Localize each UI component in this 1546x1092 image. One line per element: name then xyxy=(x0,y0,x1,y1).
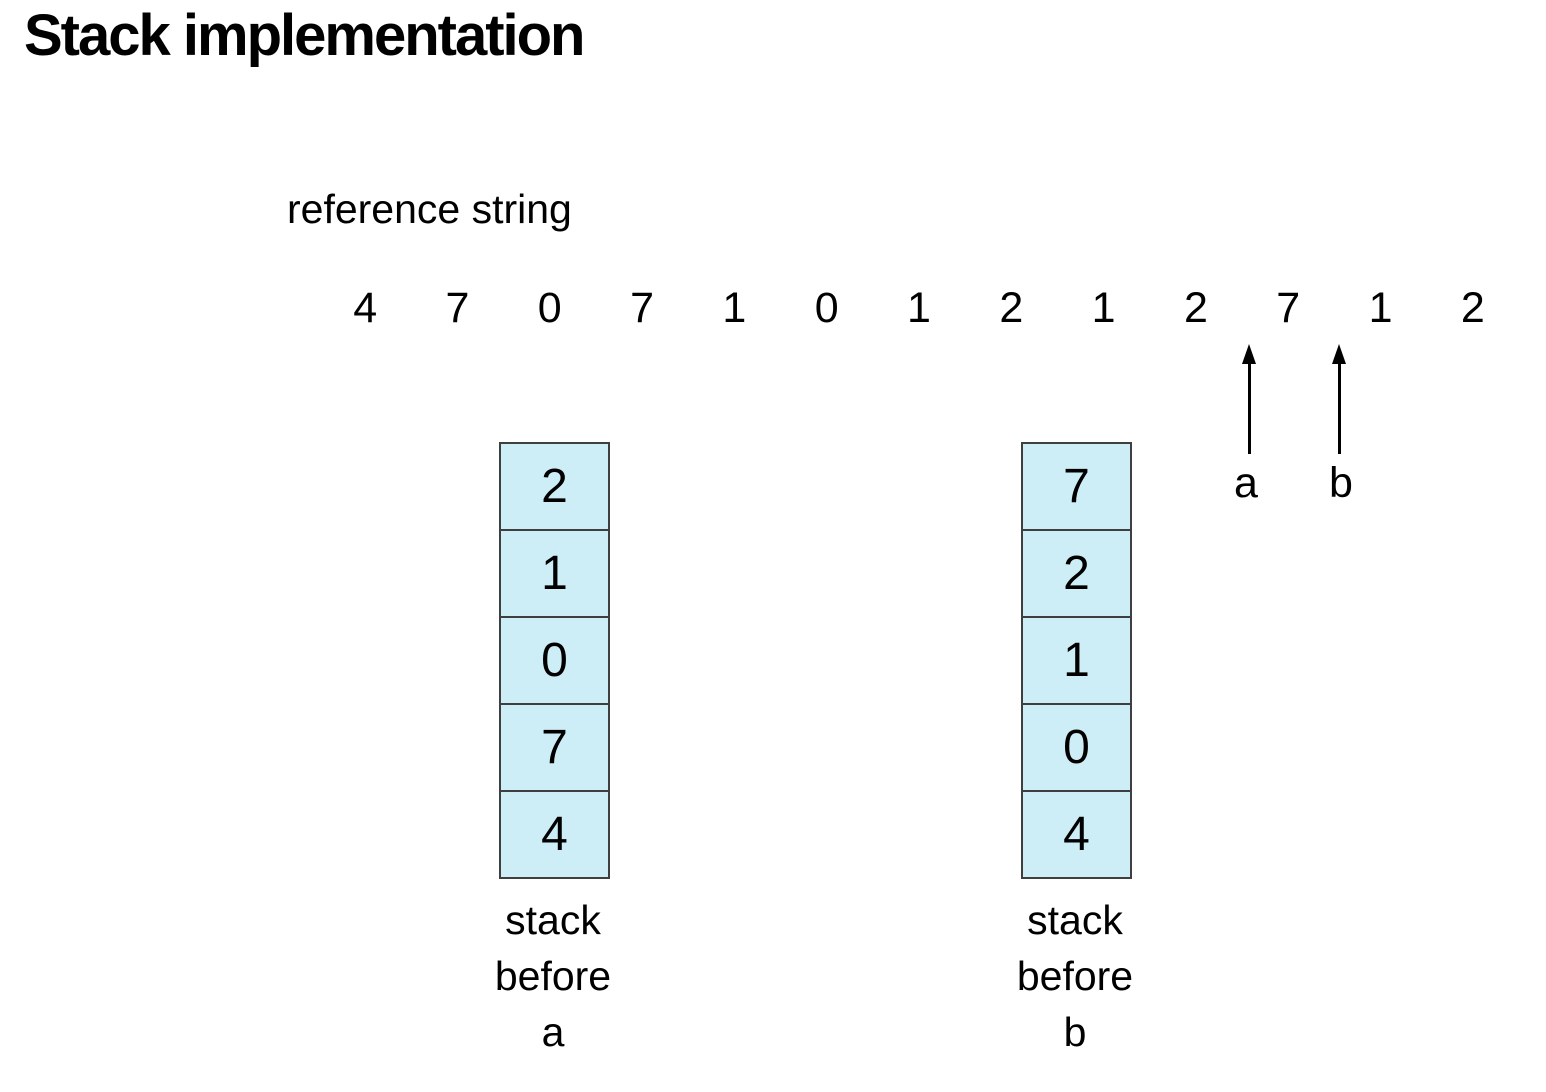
reference-digit: 2 xyxy=(999,284,1024,332)
stack-cell: 1 xyxy=(501,531,608,618)
stack-cell: 4 xyxy=(501,792,608,877)
stack-cell: 0 xyxy=(1023,705,1130,792)
marker-label-b: b xyxy=(1329,459,1353,507)
caption-line: before xyxy=(494,953,612,999)
reference-digit: 1 xyxy=(722,284,747,332)
reference-digit: 2 xyxy=(1460,284,1485,332)
reference-digit: 1 xyxy=(907,284,931,332)
stack-cell: 2 xyxy=(1023,531,1130,618)
reference-digit: 2 xyxy=(1183,284,1208,332)
caption-line: stack xyxy=(505,897,601,943)
arrow-up-a-icon xyxy=(1241,344,1257,454)
reference-digit: 4 xyxy=(353,284,378,332)
page-title: Stack implementation xyxy=(24,3,585,68)
arrow-shaft xyxy=(1247,363,1251,454)
reference-digit: 1 xyxy=(1091,284,1116,332)
stack-cell: 2 xyxy=(501,444,608,531)
reference-string-label: reference string xyxy=(287,186,572,232)
reference-digit: 0 xyxy=(814,284,839,332)
reference-digit: 7 xyxy=(1276,284,1301,332)
caption-line: before xyxy=(1016,953,1134,999)
arrow-shaft xyxy=(1337,363,1341,454)
arrow-up-b-icon xyxy=(1331,344,1347,454)
stack-cell: 7 xyxy=(1023,444,1130,531)
caption-line: b xyxy=(1063,1009,1087,1055)
reference-digit: 0 xyxy=(537,284,562,332)
marker-label-a: a xyxy=(1234,459,1258,507)
stack-cell: 4 xyxy=(1023,792,1130,877)
caption-line: a xyxy=(541,1009,565,1055)
reference-digit: 7 xyxy=(630,284,655,332)
stack-cell: 7 xyxy=(501,705,608,792)
arrow-head xyxy=(1242,344,1256,364)
stack-b-caption: stack before b xyxy=(950,892,1200,1060)
reference-digit: 1 xyxy=(1368,284,1393,332)
reference-digit: 7 xyxy=(445,284,470,332)
stack-a-caption: stack before a xyxy=(428,892,678,1060)
arrow-head xyxy=(1332,344,1346,364)
stack-cell: 1 xyxy=(1023,618,1130,705)
caption-line: stack xyxy=(1027,897,1123,943)
stack-cell: 0 xyxy=(501,618,608,705)
